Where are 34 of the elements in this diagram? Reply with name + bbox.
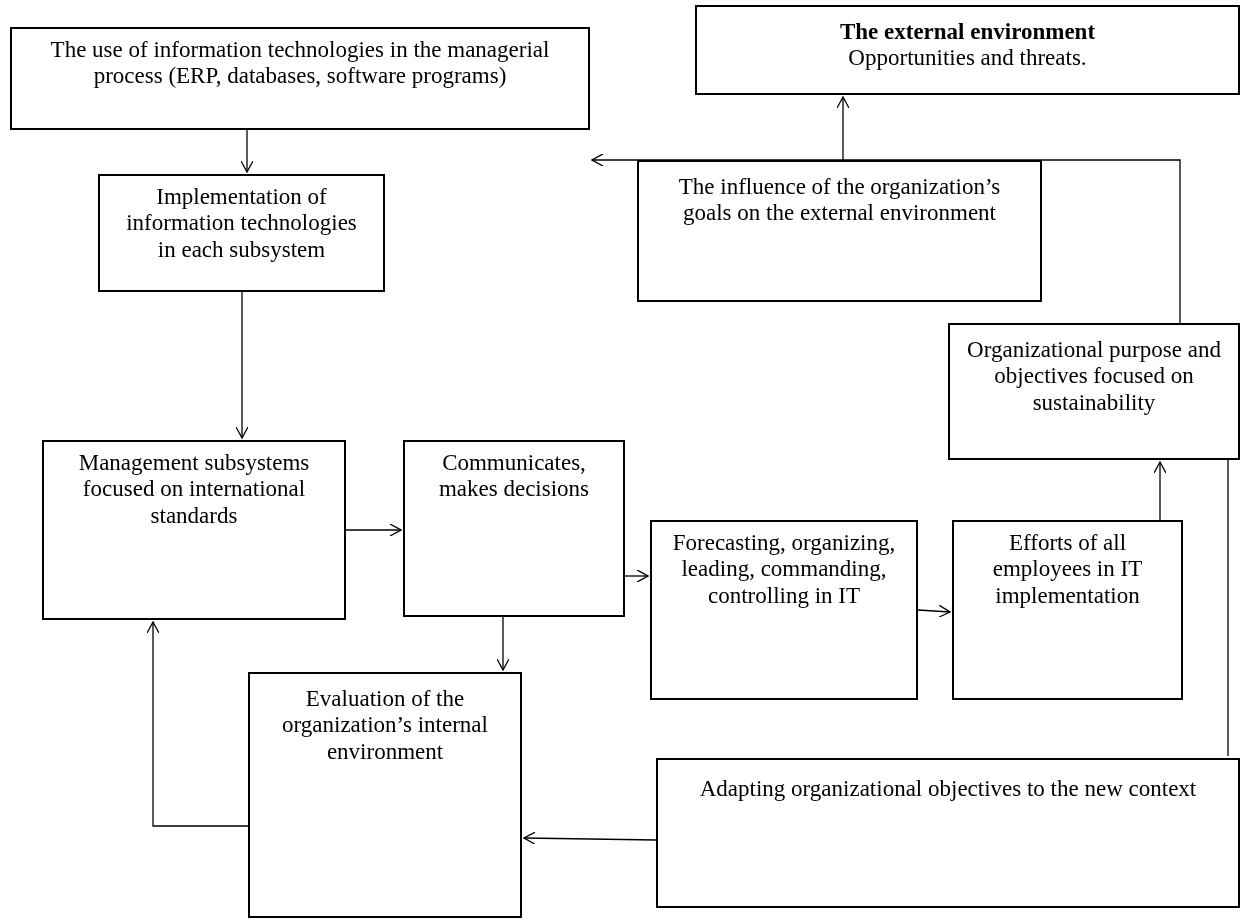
box-text: Efforts of all employees in IT implementation	[991, 530, 1144, 610]
process-box	[637, 160, 1042, 302]
box-text: Organizational purpose and objectives focused on sustainability	[966, 337, 1222, 417]
process-box	[650, 520, 918, 700]
box-text: Evaluation of the organization’s internal environment	[281, 686, 489, 766]
box-text: The use of information technologies in the managerial process (ERP, databases, software programs)	[49, 37, 551, 90]
box-heading: The external environment	[839, 19, 1096, 46]
process-box	[10, 27, 590, 130]
arrow	[836, 96, 850, 161]
arrow	[624, 569, 649, 583]
box-text: Management subsystems focused on international standards	[77, 450, 311, 530]
box-text: The influence of the organization’s goals on the external environment	[677, 174, 1002, 227]
process-box	[948, 323, 1240, 460]
process-box	[656, 758, 1240, 908]
process-box	[42, 440, 346, 620]
box-text: Implementation of information technologies in each subsystem	[125, 184, 358, 264]
arrow	[235, 291, 249, 439]
arrow	[240, 129, 254, 173]
box-text: Forecasting, organizing, leading, commanding, controlling in IT	[671, 530, 897, 610]
box-text: Adapting organizational objectives to the new context	[699, 776, 1197, 803]
process-box	[952, 520, 1183, 700]
process-box	[248, 672, 522, 918]
arrow	[146, 621, 249, 827]
process-box	[98, 174, 385, 292]
arrow	[345, 523, 402, 537]
arrow	[917, 604, 951, 618]
arrow	[1153, 461, 1167, 521]
process-box	[695, 5, 1240, 95]
arrow	[496, 616, 510, 671]
box-text: Opportunities and threats.	[848, 45, 1087, 72]
process-box	[403, 440, 625, 617]
arrow	[523, 831, 657, 845]
box-text: Communicates, makes decisions	[437, 450, 591, 503]
arrow	[591, 153, 1181, 324]
